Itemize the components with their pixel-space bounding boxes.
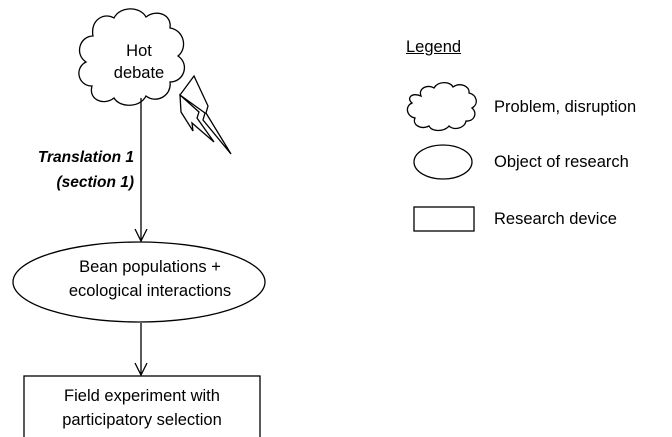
field-experiment-box (23, 375, 261, 437)
bean-populations-label-line2: ecological interactions (68, 282, 232, 300)
legend-label-device: Research device (494, 210, 617, 228)
hot-debate-cloud (78, 8, 186, 106)
legend-title: Legend (406, 38, 462, 56)
legend-ellipse-icon (413, 144, 473, 180)
legend-cloud-icon (406, 81, 477, 132)
legend-rectangle-icon (413, 206, 475, 232)
arrow-head-1 (134, 228, 148, 243)
field-experiment-label-line1: Field experiment with (64, 387, 220, 405)
legend-label-problem: Problem, disruption (494, 98, 637, 116)
bean-populations-label-line1: Bean populations + (79, 258, 221, 276)
hot-debate-label-line1: Hot (126, 42, 152, 60)
lightning-bolt-icon (179, 74, 232, 155)
bean-populations-ellipse (12, 241, 266, 323)
translation-label-line1: Translation 1 (37, 149, 134, 166)
arrow-head-2 (134, 362, 148, 377)
field-experiment-label-line2: participatory selection (62, 411, 222, 429)
legend-label-object: Object of research (494, 153, 629, 171)
hot-debate-label-line2: debate (113, 64, 165, 82)
translation-label-line2: (section 1) (56, 174, 134, 191)
